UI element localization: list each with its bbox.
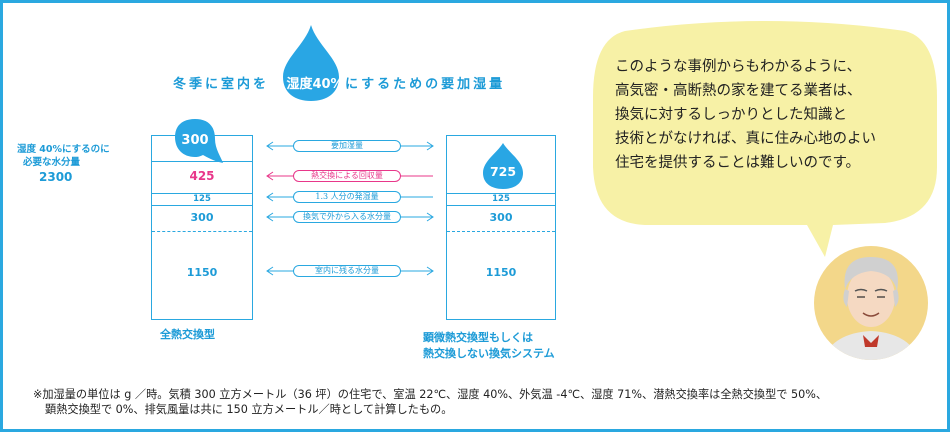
bubble-line5: 住宅を提供することは難しいのです。 — [615, 155, 861, 171]
title-highlight: 湿度40% — [286, 77, 344, 92]
left-header-line1: 湿度 40%にするのに — [17, 144, 110, 155]
person-illustration — [814, 246, 928, 360]
bubble-line4: 技術とがなければ、真に住み心地のよい — [615, 131, 876, 147]
left-recovery-value: 425 — [189, 169, 215, 183]
label-human-moisture: 1.3 人分の発湿量 — [293, 191, 401, 203]
bubble-line2: 高気密・高断熱の家を建てる業者は、 — [615, 83, 862, 99]
right-outside-value: 300 — [489, 211, 513, 224]
left-drop-value: 300 — [181, 133, 209, 148]
label-humidification: 要加湿量 — [293, 140, 401, 152]
water-drop-icon — [483, 143, 523, 189]
bubble-line3: 換気に対するしっかりとした知識と — [615, 107, 847, 123]
right-indoor-value: 1150 — [485, 266, 517, 279]
middle-arrows — [266, 141, 434, 276]
right-caption-line1: 顕微熱交換型もしくは — [423, 331, 533, 344]
right-human-value: 125 — [492, 194, 510, 204]
water-drop-icon — [283, 25, 339, 101]
right-drop-value: 725 — [489, 164, 517, 179]
label-outside-moisture: 換気で外から入る水分量 — [293, 211, 401, 223]
right-caption-line2: 熱交換しない換気システム — [423, 347, 555, 360]
right-caption: 顕微熱交換型もしくは 熱交換しない換気システム — [423, 330, 555, 362]
left-header-line2: 必要な水分量 — [23, 157, 81, 168]
bubble-text: このような事例からもわかるように、 高気密・高断熱の家を建てる業者は、 換気に対… — [615, 55, 876, 175]
label-indoor-moisture: 室内に残る水分量 — [293, 265, 401, 277]
label-heat-recovery: 熱交換による回収量 — [293, 170, 401, 182]
diagram-title: 冬季に室内を にするための要加湿量 — [173, 73, 505, 92]
speech-bubble — [593, 21, 937, 257]
right-column: 125 300 1150 — [446, 135, 556, 320]
footnote: ※加湿量の単位は g ／時。気積 300 立方メートル（36 坪）の住宅で、室温… — [33, 387, 827, 417]
left-header-value: 2300 — [39, 170, 73, 184]
footnote-line1: ※加湿量の単位は g ／時。気積 300 立方メートル（36 坪）の住宅で、室温… — [33, 388, 828, 401]
left-outside-value: 300 — [190, 211, 214, 224]
footnote-line2: 顕熱交換型で 0%、排気風量は共に 150 立方メートル／時として計算したもの。 — [45, 403, 453, 416]
left-caption: 全熱交換型 — [160, 328, 215, 341]
title-after: にするための要加湿量 — [345, 77, 506, 92]
title-before: 冬季に室内を — [173, 77, 270, 92]
left-human-value: 125 — [193, 194, 211, 204]
bubble-line1: このような事例からもわかるように、 — [615, 59, 862, 75]
left-indoor-value: 1150 — [186, 266, 218, 279]
left-header: 湿度 40%にするのに 必要な水分量 2300 — [17, 143, 110, 185]
water-drop-icon — [175, 119, 223, 163]
